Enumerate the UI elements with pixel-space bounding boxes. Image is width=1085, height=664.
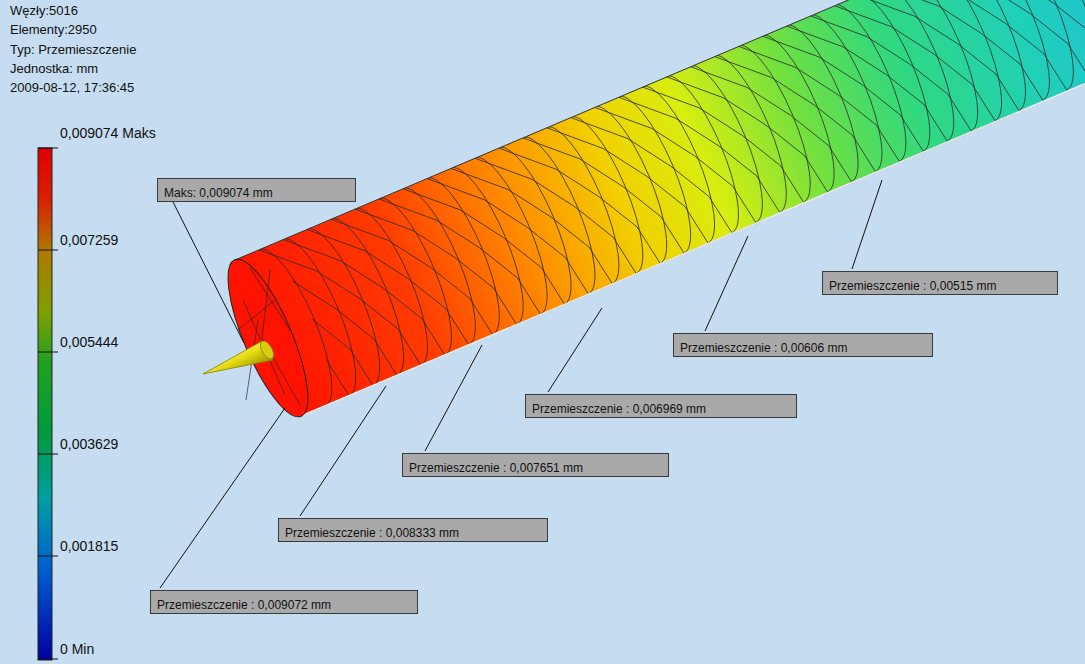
- callout-text: Przemieszczenie : 0,008333 mm: [285, 526, 459, 541]
- timestamp: 2009-08-12, 17:36:45: [10, 80, 134, 95]
- shaft-edge: [301, 26, 1085, 416]
- scale-value: 0,005444: [60, 334, 118, 350]
- load-arrow-base: [258, 339, 277, 361]
- result-type: Typ: Przemieszczenie: [10, 42, 136, 57]
- result-callout: Przemieszczenie : 0,008333 mm: [278, 518, 548, 542]
- result-callout: Przemieszczenie : 0,00515 mm: [822, 271, 1058, 295]
- callout-text: Przemieszczenie : 0,009072 mm: [157, 598, 331, 613]
- mesh-node-count: Węzły:5016: [10, 3, 78, 18]
- result-callout: Przemieszczenie : 0,006969 mm: [525, 394, 797, 418]
- result-callout: Przemieszczenie : 0,007651 mm: [402, 453, 669, 477]
- cap-mesh: [238, 268, 300, 405]
- color-scale: [38, 148, 52, 660]
- scale-ticks: [38, 148, 58, 659]
- shaft-body: [235, 0, 1085, 416]
- callout-text: Maks: 0,009074 mm: [164, 186, 273, 201]
- mesh-element-count: Elementy:2950: [10, 22, 97, 37]
- mesh-lines: [259, 0, 1085, 406]
- shaft-end-cap: [213, 250, 324, 425]
- scale-value: 0,003629: [60, 436, 118, 452]
- scale-value: 0,001815: [60, 538, 118, 554]
- leader-lines: [160, 180, 882, 588]
- scale-value: 0 Min: [60, 641, 94, 657]
- result-callout: Przemieszczenie : 0,00606 mm: [673, 333, 933, 357]
- unit-label: Jednostka: mm: [10, 61, 98, 76]
- callout-text: Przemieszczenie : 0,00515 mm: [829, 279, 996, 294]
- result-callout: Maks: 0,009074 mm: [157, 178, 356, 202]
- scale-value: 0,009074 Maks: [60, 125, 156, 141]
- callout-text: Przemieszczenie : 0,006969 mm: [532, 402, 706, 417]
- callout-text: Przemieszczenie : 0,00606 mm: [680, 341, 847, 356]
- result-callout: Przemieszczenie : 0,009072 mm: [150, 590, 418, 614]
- scale-value: 0,007259: [60, 232, 118, 248]
- callout-text: Przemieszczenie : 0,007651 mm: [409, 461, 583, 476]
